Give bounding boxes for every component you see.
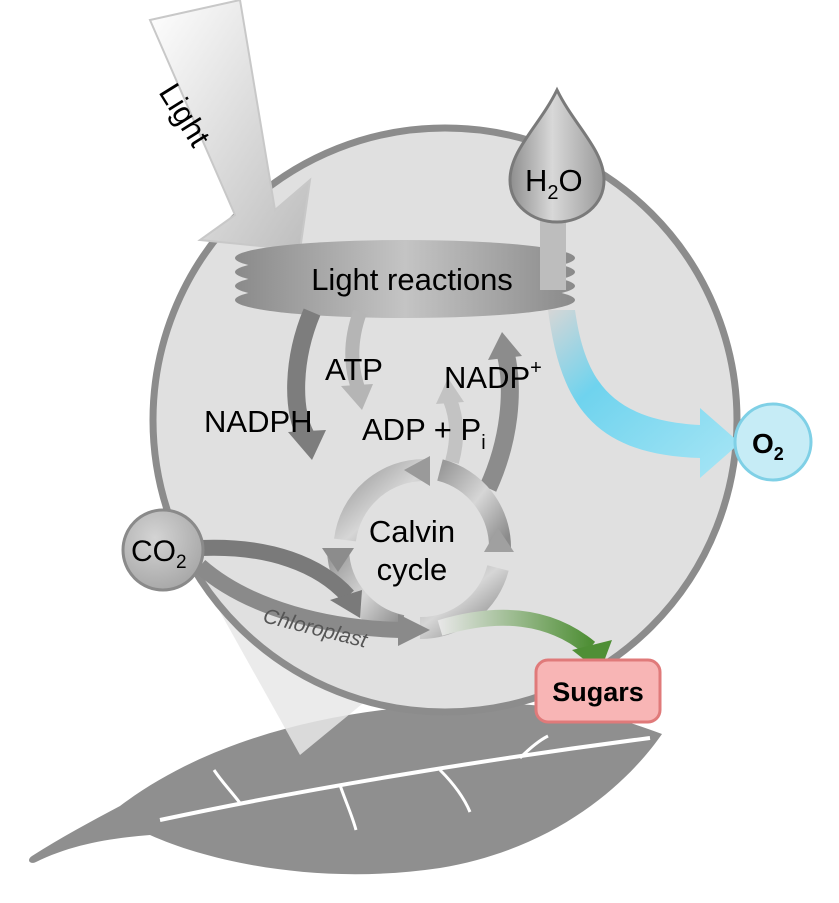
oxygen-circle [733, 402, 813, 482]
co2-arrow-bottom [194, 559, 401, 638]
water-droplet [508, 86, 606, 224]
adp-arrow [443, 397, 464, 464]
co2-arrowhead-2 [398, 614, 430, 646]
co2-circle [121, 508, 205, 592]
calvin-label-line2: cycle [377, 552, 448, 587]
thylakoid-stack [235, 240, 575, 318]
water-label: H2O [525, 163, 583, 204]
co2-arrow-to-calvin [199, 539, 354, 602]
adp-pi-label: ADP + Pi [362, 412, 486, 454]
oxygen-label: O2 [752, 428, 784, 464]
sugars-label: Sugars [552, 677, 644, 707]
nadph-arrow [287, 308, 321, 441]
nadph-label: NADPH [204, 404, 313, 439]
nadp-label: NADP+ [444, 357, 542, 395]
nadp-arrowhead [488, 332, 522, 360]
nadp-arrow [479, 352, 519, 492]
co2-arrowhead-1 [330, 590, 362, 618]
light-arrow [148, 0, 312, 252]
oxygen-arrow [548, 310, 740, 478]
nadph-arrowhead [288, 430, 326, 460]
atp-arrow [345, 309, 367, 391]
atp-arrowhead [341, 384, 373, 410]
sugar-arrow [437, 609, 596, 655]
sugars-box [534, 658, 662, 724]
adp-arrowhead [436, 378, 464, 404]
co2-label: CO2 [131, 535, 187, 573]
calvin-label-line1: Calvin [369, 514, 455, 549]
light-reactions-label: Light reactions [311, 262, 513, 297]
atp-label: ATP [325, 352, 383, 387]
leaf-shape [29, 703, 662, 875]
